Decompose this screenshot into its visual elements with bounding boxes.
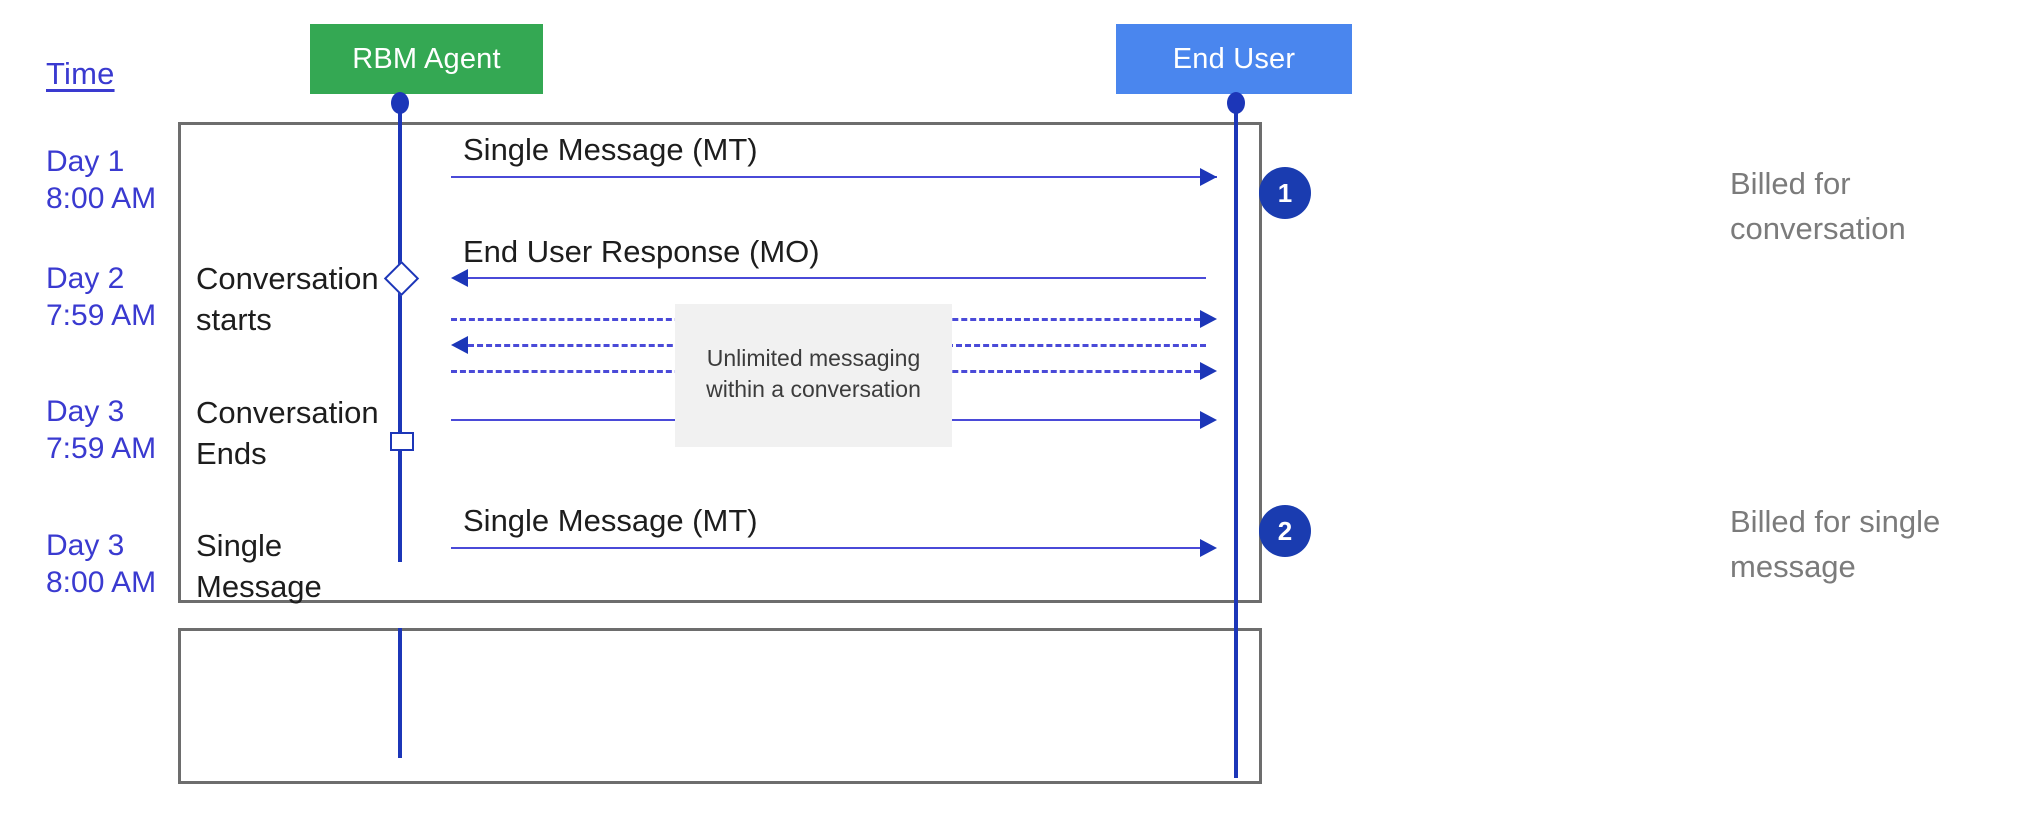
billing-caption-single-message: Billed for single message bbox=[1730, 504, 1941, 584]
message-caption-mt-second: Single Message (MT) bbox=[463, 503, 758, 538]
message-arrow-7-head-icon bbox=[1200, 539, 1217, 557]
message-arrow-4-head-icon bbox=[451, 336, 468, 354]
time-axis-label: Time bbox=[46, 56, 115, 91]
billing-group-conversation bbox=[178, 122, 1262, 603]
note-box-background bbox=[675, 304, 952, 447]
message-arrow-6-head-icon bbox=[1200, 411, 1217, 429]
lifeline-rbm-agent-lower bbox=[398, 628, 402, 758]
billing-badge-2: 2 bbox=[1259, 505, 1311, 557]
message-arrow-7-line bbox=[451, 547, 1200, 549]
lifeline-rbm-agent bbox=[398, 96, 402, 562]
timestamp-day1-8am: Day 1 8:00 AM bbox=[46, 145, 157, 215]
actor-rbm-agent: RBM Agent bbox=[310, 24, 543, 94]
actor-end-user: End User bbox=[1116, 24, 1352, 94]
timestamp-day3-800am: Day 3 8:00 AM bbox=[46, 529, 157, 599]
label-single-message: Single Message bbox=[196, 528, 322, 604]
message-arrow-2-line bbox=[468, 277, 1206, 279]
message-arrow-3-head-icon bbox=[1200, 310, 1217, 328]
lifeline-end-user bbox=[1234, 96, 1238, 778]
billing-badge-1: 1 bbox=[1259, 167, 1311, 219]
message-arrow-1-line bbox=[451, 176, 1217, 178]
message-caption-mo: End User Response (MO) bbox=[463, 234, 820, 269]
timestamp-day2-759am: Day 2 7:59 AM bbox=[46, 262, 157, 332]
message-arrow-2-head-icon bbox=[451, 269, 468, 287]
message-arrow-5-head-icon bbox=[1200, 362, 1217, 380]
note-box-text: Unlimited messaging within a conversatio… bbox=[706, 345, 921, 402]
label-conversation-ends: Conversation Ends bbox=[196, 395, 379, 471]
billing-caption-conversation: Billed for conversation bbox=[1730, 166, 1906, 246]
message-caption-mt-first: Single Message (MT) bbox=[463, 132, 758, 167]
timestamp-day3-759am: Day 3 7:59 AM bbox=[46, 395, 157, 465]
label-conversation-starts: Conversation starts bbox=[196, 261, 379, 337]
message-arrow-1-head-icon bbox=[1200, 168, 1217, 186]
billing-group-single-message bbox=[178, 628, 1262, 784]
square-marker-icon bbox=[390, 432, 414, 451]
